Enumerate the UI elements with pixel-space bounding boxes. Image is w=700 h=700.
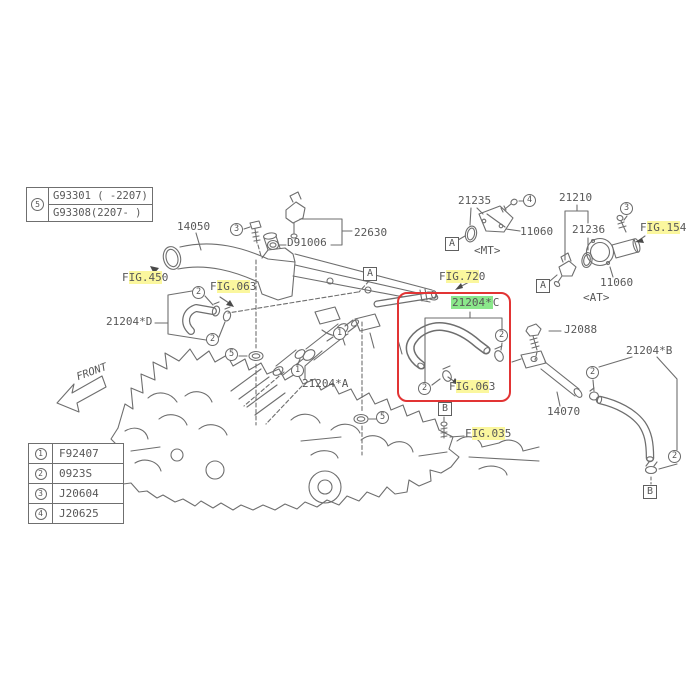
ref-b-right: B — [643, 485, 657, 499]
callout-5-icon: 5 — [31, 198, 44, 211]
callout-2-hose-c-right: 2 — [495, 329, 508, 342]
fig-035-post: 5 — [504, 427, 512, 440]
legend-code-2: 0923S — [53, 463, 123, 483]
fig-450-pre: F — [122, 271, 129, 284]
label-11060-at: 11060 — [600, 276, 634, 289]
label-d91006: D91006 — [287, 236, 327, 249]
callout-1-icon: 1 — [34, 447, 47, 460]
label-21204c[interactable]: 21204*C — [451, 296, 500, 309]
fig-063-box-link[interactable]: FIG.063 — [449, 380, 496, 393]
fig-063-left-link[interactable]: FIG.063 — [210, 280, 257, 293]
legend-row-g93301: G93301 ( -2207) — [53, 190, 148, 202]
callout-1-pipe-b: 1 — [291, 364, 304, 377]
label-at: <AT> — [583, 291, 610, 304]
legend-fasteners: 1 F92407 2 0923S 3 J20604 4 J20625 — [28, 443, 124, 524]
callout-2-hose-b-top: 2 — [586, 366, 599, 379]
label-mt: <MT> — [474, 244, 501, 257]
label-21236: 21236 — [572, 223, 606, 236]
callout-2-hose-b-bottom: 2 — [668, 450, 681, 463]
callout-2-hose-d-top: 2 — [192, 286, 205, 299]
fig-720-highlight: IG.72 — [445, 270, 479, 283]
fig-154-post: 4 — [679, 221, 687, 234]
label-21204c-suffix: C — [492, 296, 500, 309]
ref-b-center: B — [438, 402, 452, 416]
callout-3-icon: 3 — [34, 487, 47, 500]
ref-a-at: A — [536, 279, 550, 293]
callout-5-oring-right: 5 — [376, 411, 389, 424]
label-22630: 22630 — [354, 226, 388, 239]
callout-4-icon: 4 — [34, 507, 47, 520]
fig-063-left-highlight: IG.06 — [216, 280, 250, 293]
callout-2-hose-d-bottom: 2 — [206, 333, 219, 346]
legend-callout-1: 1 — [29, 444, 53, 463]
callout-4-mt: 4 — [523, 194, 536, 207]
legend-g93301: 5 G93301 ( -2207) G93308(2207- ) — [26, 187, 153, 222]
legend-code-1: F92407 — [59, 447, 99, 460]
callout-1-pipe-a: 1 — [333, 327, 346, 340]
ref-a-pipe: A — [363, 267, 377, 281]
label-21204b: 21204*B — [626, 344, 673, 357]
legend-callout-4: 4 — [29, 503, 53, 523]
legend-code-3: J20604 — [53, 483, 123, 503]
label-21204c-highlight: 21204* — [451, 296, 493, 309]
callout-2-hose-c-left: 2 — [418, 382, 431, 395]
fig-063-left-pre: F — [210, 280, 217, 293]
fig-450-link[interactable]: FIG.450 — [122, 271, 169, 284]
legend-callout-3: 3 — [29, 483, 53, 503]
fig-450-highlight: IG.45 — [128, 271, 162, 284]
fig-720-post: 0 — [478, 270, 486, 283]
fig-035-highlight: IG.03 — [471, 427, 505, 440]
label-21235: 21235 — [458, 194, 492, 207]
legend-callout-2: 2 — [29, 463, 53, 483]
ref-a-mt: A — [445, 237, 459, 251]
label-14070: 14070 — [547, 405, 581, 418]
label-21210: 21210 — [559, 191, 593, 204]
callout-3-at: 3 — [620, 202, 633, 215]
fig-063-box-post: 3 — [488, 380, 496, 393]
fig-063-box-pre: F — [449, 380, 456, 393]
fig-063-box-highlight: IG.06 — [455, 380, 489, 393]
fig-035-link[interactable]: FIG.035 — [465, 427, 512, 440]
fig-720-link[interactable]: FIG.720 — [439, 270, 486, 283]
label-j2088: J2088 — [564, 323, 598, 336]
callout-5-oring-left: 5 — [225, 348, 238, 361]
fig-035-pre: F — [465, 427, 472, 440]
fig-063-left-post: 3 — [249, 280, 257, 293]
legend-callout-5: 5 — [27, 188, 49, 221]
label-21204a: 21204*A — [302, 377, 349, 390]
fig-450-post: 0 — [161, 271, 169, 284]
label-21204d: 21204*D — [106, 315, 153, 328]
label-11060-mt: 11060 — [520, 225, 554, 238]
label-14050: 14050 — [177, 220, 211, 233]
callout-2-icon: 2 — [34, 467, 47, 480]
fig-154-pre: F — [640, 221, 647, 234]
fig-154-highlight: IG.15 — [646, 221, 680, 234]
callout-3-bolt: 3 — [230, 223, 243, 236]
legend-code-4: J20625 — [53, 503, 123, 523]
legend-row-g93308: G93308(2207- ) — [49, 204, 152, 221]
fig-720-pre: F — [439, 270, 446, 283]
fig-154-link[interactable]: FIG.154 — [640, 221, 687, 234]
selection-highlight-box — [397, 292, 511, 402]
